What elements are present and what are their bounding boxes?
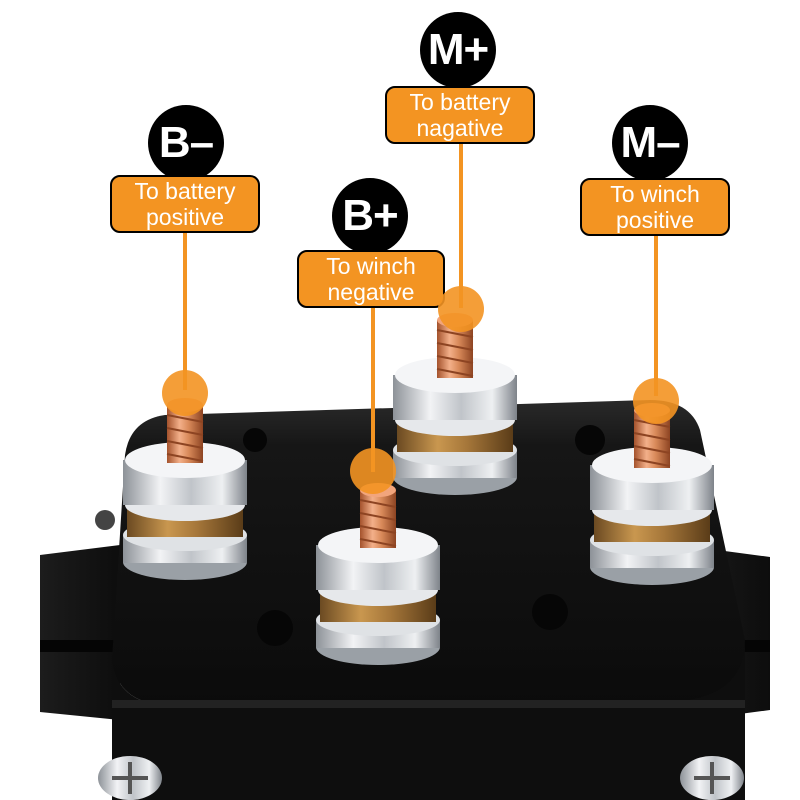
terminal-marker — [438, 286, 484, 332]
terminal-label: To battery positive — [110, 175, 260, 233]
label-line-1: To winch — [610, 181, 700, 207]
label-line-2: negative — [327, 279, 415, 305]
leader-line — [654, 236, 658, 396]
housing-front — [112, 640, 745, 800]
label-line-2: positive — [616, 207, 694, 233]
bracket-left — [40, 545, 120, 720]
leader-line — [459, 144, 463, 308]
label-line-1: To battery — [409, 89, 511, 115]
terminal-label: To battery nagative — [385, 86, 535, 144]
leader-line — [183, 232, 187, 390]
terminal-marker — [350, 448, 396, 494]
screw-right — [680, 756, 744, 800]
label-line-1: To battery — [134, 178, 236, 204]
leader-line — [371, 307, 375, 472]
terminal-badge: B+ — [332, 178, 408, 254]
terminal-marker — [633, 378, 679, 424]
terminal-label: To winch negative — [297, 250, 445, 308]
terminal-post-m-minus — [590, 403, 714, 585]
terminal-marker — [162, 370, 208, 416]
terminal-badge: M+ — [420, 12, 496, 88]
screw-left — [98, 756, 162, 800]
terminal-label: To winch positive — [580, 178, 730, 236]
terminal-badge: M– — [612, 105, 688, 181]
terminal-badge: B– — [148, 105, 224, 181]
label-line-2: positive — [146, 204, 224, 230]
terminal-post-m-plus — [393, 313, 517, 495]
terminal-post-b-plus — [316, 483, 440, 665]
label-line-1: To winch — [326, 253, 416, 279]
label-line-2: nagative — [416, 115, 504, 141]
